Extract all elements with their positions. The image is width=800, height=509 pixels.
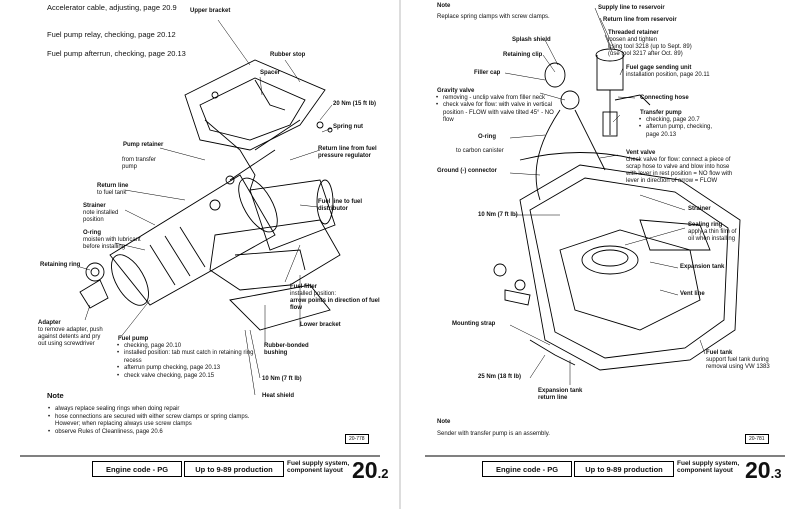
fuel-tank-drawing xyxy=(493,48,741,371)
label-10nm-left: 10 Nm (7 ft lb) xyxy=(262,376,302,382)
label-10nm-right: 10 Nm (7 ft lb) xyxy=(478,212,518,218)
label-pump-retainer: Pump retainer xyxy=(123,142,164,148)
note-item: observe Rules of Cleanliness, page 20.6 xyxy=(48,429,255,437)
label-20nm: 20 Nm (15 ft lb) xyxy=(333,101,377,107)
label-filler-cap: Filler cap xyxy=(474,70,501,76)
label-heat-shield: Heat shield xyxy=(262,393,295,399)
label-connecting-hose: Connecting hose xyxy=(640,95,689,101)
right-top-note: Replace spring clamps with screw clamps. xyxy=(437,14,550,20)
left-section-title: Fuel supply system, component layout xyxy=(287,460,350,475)
label-return-line-pressure: Return line from fuel pressure regulator xyxy=(318,146,377,159)
ref-accelerator-cable: Accelerator cable, adjusting, page 20.9 xyxy=(47,3,177,12)
right-leader-lines xyxy=(504,7,706,385)
label-lower-bracket: Lower bracket xyxy=(300,322,341,328)
label-spring-nut: Spring nut xyxy=(333,124,363,130)
right-section-title: Fuel supply system, component layout xyxy=(677,460,740,475)
left-engine-code-box: Engine code - PG xyxy=(92,461,182,477)
left-production-box: Up to 9-89 production xyxy=(184,461,284,477)
label-from-transfer: from transfer pump xyxy=(122,157,157,170)
transfer-pump-item: checking, page 20.7 xyxy=(639,117,720,125)
fuel-pump-item: checking, page 20.10 xyxy=(117,343,258,351)
gravity-valve-item: check valve for flow: with valve in vert… xyxy=(436,102,557,125)
gravity-valve-item: removing - unclip valve from filler neck xyxy=(436,95,557,103)
note-item: hose connections are secured with either… xyxy=(48,414,255,429)
left-notes-list: always replace sealing rings when doing … xyxy=(47,406,255,436)
label-to-canister: to carbon canister xyxy=(456,148,504,154)
label-splash-shield: Splash shield xyxy=(512,37,551,43)
label-return-line-reservoir: Return line from reservoir xyxy=(603,17,677,23)
right-bottom-note-title: Note xyxy=(437,419,451,425)
label-vent-line: Vent line xyxy=(680,291,705,297)
right-page-number: 20.3 xyxy=(745,457,782,483)
fuel-pump-item: installed position: tab must catch in re… xyxy=(117,350,258,365)
ref-fuel-pump-afterrun: Fuel pump afterrun, checking, page 20.13 xyxy=(47,49,186,58)
label-expansion-return: Expansion tank return line xyxy=(538,388,583,401)
right-top-note-title: Note xyxy=(437,3,451,9)
label-strainer-right: Strainer xyxy=(688,206,711,212)
label-supply-line: Supply line to reservoir xyxy=(598,5,665,11)
left-note-title: Note xyxy=(47,391,64,400)
label-gravity-valve: Gravity valve removing - unclip valve fr… xyxy=(436,88,557,125)
label-expansion-tank: Expansion tank xyxy=(680,264,725,270)
label-rubber-stop: Rubber stop xyxy=(270,52,306,58)
label-oring-right: O-ring xyxy=(478,134,496,140)
transfer-pump-item: afterrun pump, checking, page 20.13 xyxy=(639,124,720,139)
label-mounting-strap: Mounting strap xyxy=(452,321,496,327)
label-spacer: Spacer xyxy=(260,70,281,76)
left-page-number: 20.2 xyxy=(352,457,389,483)
ref-fuel-pump-relay: Fuel pump relay, checking, page 20.12 xyxy=(47,30,176,39)
label-retaining-ring: Retaining ring xyxy=(40,262,81,268)
label-25nm: 25 Nm (18 ft lb) xyxy=(478,374,522,380)
fuel-pump-item: check valve checking, page 20.15 xyxy=(117,373,258,381)
right-bottom-note: Sender with transfer pump is an assembly… xyxy=(437,431,550,437)
left-figure-number: 20-778 xyxy=(345,434,369,444)
note-item: always replace sealing rings when doing … xyxy=(48,406,255,414)
right-figure-number: 20-781 xyxy=(745,434,769,444)
label-ground-connector: Ground (-) connector xyxy=(437,168,497,174)
fuel-pump-assembly-drawing xyxy=(79,59,341,331)
right-engine-code-box: Engine code - PG xyxy=(482,461,572,477)
label-rubber-bushing: Rubber-bonded bushing xyxy=(264,343,309,356)
fuel-pump-item: afterrun pump checking, page 20.13 xyxy=(117,365,258,373)
label-fuel-pump: Fuel pump checking, page 20.10 installed… xyxy=(117,336,258,381)
right-production-box: Up to 9-89 production xyxy=(574,461,674,477)
label-upper-bracket: Upper bracket xyxy=(190,8,231,14)
label-retaining-clip: Retaining clip xyxy=(503,52,543,58)
label-fuel-line: Fuel line to fuel distributor xyxy=(318,199,363,212)
label-transfer-pump: Transfer pump checking, page 20.7 afterr… xyxy=(639,110,720,139)
